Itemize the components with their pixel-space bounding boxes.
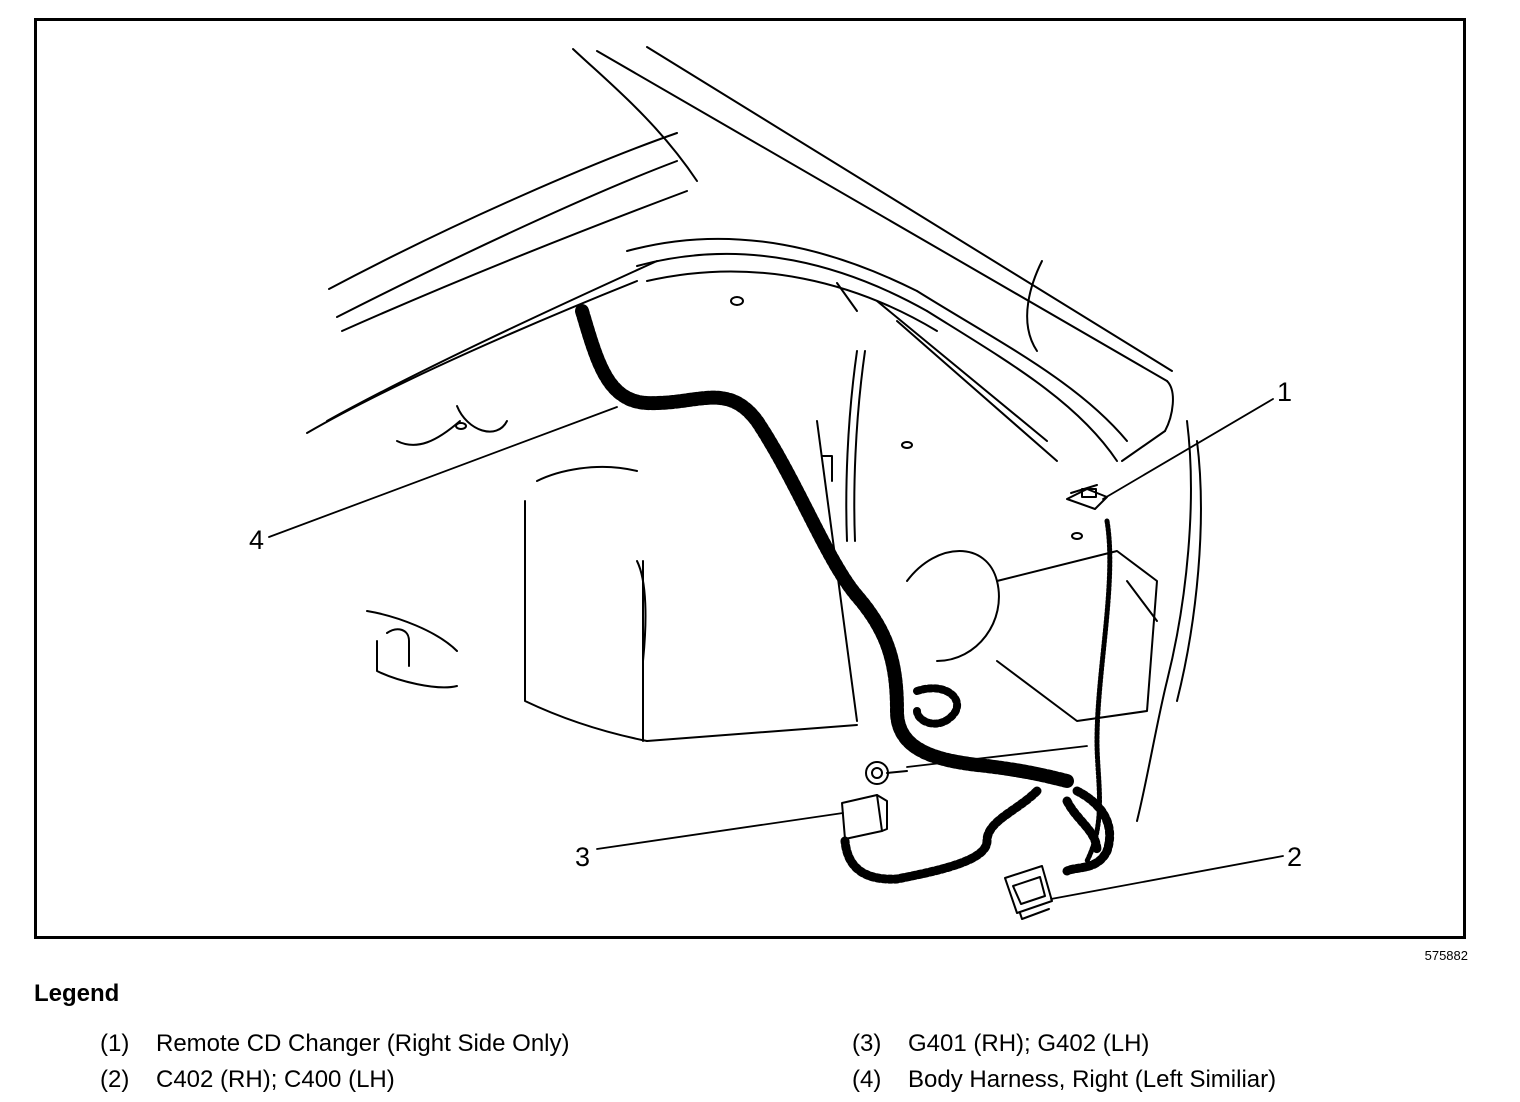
legend-item-number: (3) [852, 1030, 882, 1057]
legend-item-1: (1) Remote CD Changer (Right Side Only) [100, 1030, 570, 1058]
ground-g401 [841, 761, 908, 840]
connector-c402 [1004, 865, 1053, 920]
remote-cd-changer [1066, 484, 1108, 510]
legend-item-text: G401 (RH); G402 (LH) [908, 1030, 1150, 1057]
callout-4: 4 [249, 525, 264, 555]
legend-title: Legend [34, 980, 120, 1007]
legend-item-text: Remote CD Changer (Right Side Only) [156, 1030, 570, 1057]
body-panel-lines [306, 46, 1174, 462]
body-harness [575, 304, 1115, 884]
callout-2: 2 [1287, 842, 1302, 872]
legend-item-text: C402 (RH); C400 (LH) [156, 1066, 395, 1093]
legend-item-number: (4) [852, 1066, 882, 1093]
trunk-wiring-diagram: 1 2 3 4 [249, 46, 1302, 920]
callout-1: 1 [1277, 377, 1292, 407]
wheel-housing-lines [366, 405, 858, 742]
legend-item-number: (1) [100, 1030, 130, 1057]
legend-item-4: (4) Body Harness, Right (Left Similiar) [852, 1066, 1276, 1094]
legend-item-2: (2) C402 (RH); C400 (LH) [100, 1066, 395, 1094]
leader-lines [268, 398, 1284, 900]
legend-item-3: (3) G401 (RH); G402 (LH) [852, 1030, 1149, 1058]
legend-item-text: Body Harness, Right (Left Similiar) [908, 1066, 1277, 1093]
diagram-frame: 1 2 3 4 [34, 18, 1466, 939]
legend-item-number: (2) [100, 1066, 130, 1093]
figure-id: 575882 [1424, 948, 1468, 963]
callout-3: 3 [575, 842, 590, 872]
